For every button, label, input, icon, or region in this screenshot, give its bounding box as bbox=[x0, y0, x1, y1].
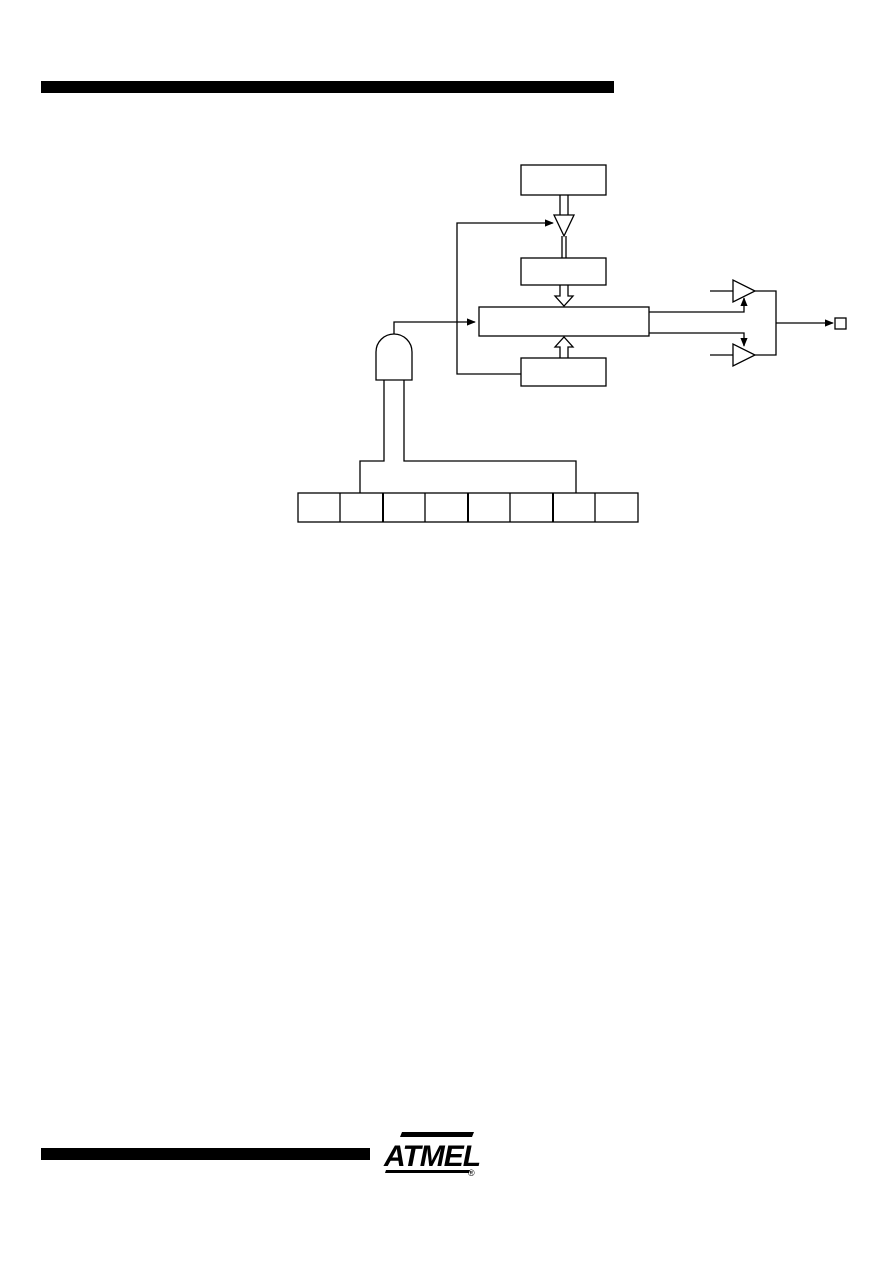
gate-input-a bbox=[359, 380, 385, 493]
header-rule bbox=[41, 81, 614, 93]
feedback-line bbox=[456, 219, 554, 375]
and-gate bbox=[375, 333, 413, 381]
central-register bbox=[478, 306, 650, 337]
footer-rule bbox=[41, 1148, 370, 1160]
output-line-upper bbox=[649, 297, 748, 313]
atmel-logo: ATMEL ® bbox=[383, 1132, 480, 1178]
middle-block bbox=[520, 257, 607, 286]
comparator-lower bbox=[732, 342, 757, 368]
logo-wordmark: ATMEL bbox=[383, 1140, 480, 1173]
and-gate-output-line bbox=[393, 318, 476, 334]
top-block bbox=[520, 164, 607, 196]
bottom-block bbox=[520, 357, 607, 387]
output-line-lower bbox=[649, 332, 748, 347]
registered-mark: ® bbox=[468, 1168, 475, 1178]
hollow-arrow-down bbox=[553, 285, 575, 307]
bus-buffer bbox=[552, 195, 576, 258]
gate-input-b bbox=[403, 380, 577, 493]
output-merge bbox=[755, 290, 777, 356]
output-pin bbox=[834, 317, 847, 330]
hollow-arrow-up bbox=[553, 336, 575, 358]
